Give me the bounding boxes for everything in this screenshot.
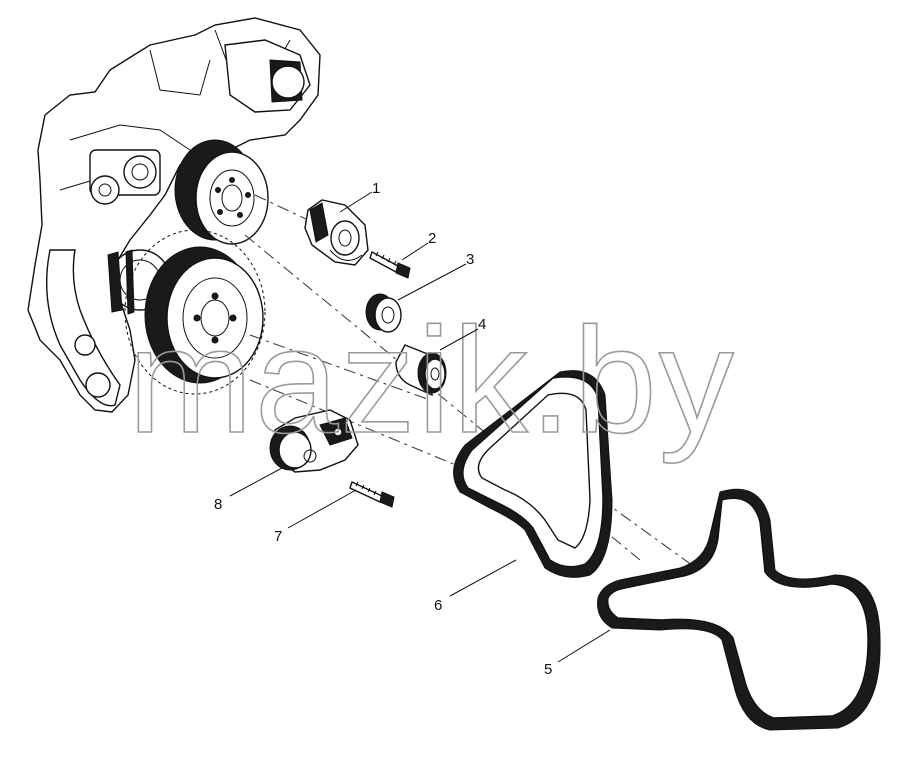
callout-label-5: 5 bbox=[544, 661, 552, 678]
upper-pulley bbox=[174, 139, 269, 245]
part-6-drive-belt bbox=[453, 370, 613, 578]
callout-3: 3 bbox=[397, 251, 474, 301]
callout-label-7: 7 bbox=[274, 528, 282, 545]
callout-8: 8 bbox=[214, 467, 283, 513]
part-3-idler-pulley bbox=[365, 293, 402, 333]
callout-label-6: 6 bbox=[434, 597, 442, 614]
callout-2: 2 bbox=[401, 230, 436, 261]
callout-1: 1 bbox=[339, 180, 380, 213]
part-8-belt-tensioner bbox=[269, 409, 359, 473]
callout-4: 4 bbox=[439, 316, 486, 351]
part-5-accessory-belt bbox=[597, 488, 881, 731]
callout-label-8: 8 bbox=[214, 496, 222, 513]
engine-block bbox=[27, 17, 321, 413]
callout-7: 7 bbox=[274, 489, 357, 545]
part-1-tensioner-housing bbox=[304, 199, 369, 266]
part-7-bolt bbox=[349, 481, 395, 508]
callout-6: 6 bbox=[434, 559, 517, 614]
callout-5: 5 bbox=[544, 629, 611, 678]
part-4-idler-roller bbox=[395, 344, 447, 397]
callout-label-1: 1 bbox=[372, 180, 380, 197]
callout-label-3: 3 bbox=[466, 251, 474, 268]
crankshaft-pulley bbox=[124, 229, 266, 395]
callout-label-4: 4 bbox=[478, 316, 486, 333]
callout-label-2: 2 bbox=[428, 230, 436, 247]
watermark-text: mazik.by bbox=[128, 296, 736, 464]
part-2-bolt bbox=[369, 250, 411, 279]
